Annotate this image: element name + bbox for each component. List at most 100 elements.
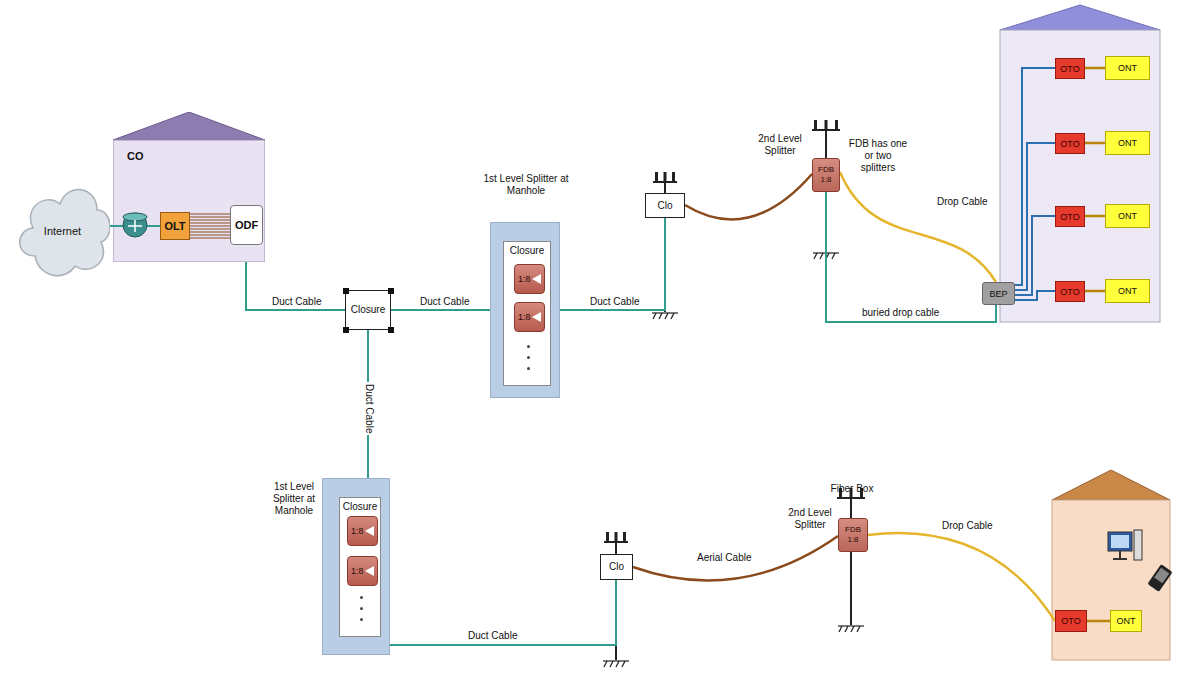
- cable-label: buried drop cable: [860, 307, 941, 319]
- node-text: OLT: [164, 220, 185, 232]
- cable-line: [390, 580, 616, 645]
- node-text: Clo: [657, 200, 672, 212]
- oto-box: OTO: [1055, 610, 1087, 632]
- node-text: OTO: [1060, 138, 1079, 150]
- ont-box: ONT: [1105, 131, 1150, 155]
- closure-port: [343, 327, 349, 333]
- manhole-band: 1st Level Splitter at ManholeClosure1:81…: [322, 478, 390, 655]
- node-text: ONT: [1118, 62, 1137, 74]
- node-text: OTO: [1060, 211, 1079, 223]
- ellipsis-dot: [527, 345, 530, 348]
- node-text: 2nd Level Splitter: [783, 507, 837, 531]
- ellipsis-dot: [527, 367, 530, 370]
- ont-box: ONT: [1105, 279, 1150, 303]
- bep-box: BEP: [982, 282, 1015, 305]
- oto-box: OTO: [1055, 58, 1085, 79]
- fdb-box: Fiber Box2nd Level SplitterFDB1:8: [838, 518, 868, 552]
- node-text: ONT: [1118, 137, 1137, 149]
- closure-port: [388, 288, 394, 294]
- splitter-box: 1:8: [347, 516, 378, 546]
- node-text: FDB: [845, 525, 861, 535]
- cable-label: Drop Cable: [935, 196, 990, 208]
- splitter-box: 1:8: [514, 264, 545, 294]
- cable-label: Duct Cable: [588, 296, 641, 308]
- pole-closure: Clo: [600, 554, 633, 580]
- annotation-note: FDB has one or two splitters: [846, 138, 910, 174]
- oto-box: OTO: [1055, 206, 1085, 227]
- cable-line: [1085, 142, 1105, 145]
- ont-box: ONT: [1105, 56, 1150, 80]
- cable-line: [1085, 290, 1105, 293]
- fdb-box: 2nd Level SplitterFDB1:8: [812, 158, 840, 192]
- olt-box: OLT: [160, 212, 190, 240]
- cable-line: [840, 172, 996, 282]
- node-text: 1:8: [820, 175, 831, 185]
- closure-port: [388, 327, 394, 333]
- cable-label: Duct Cable: [270, 296, 323, 308]
- node-text: ONT: [1118, 285, 1137, 297]
- splitter-symbol: [532, 312, 541, 322]
- node-text: 1:8: [351, 565, 364, 577]
- node-text: 1:8: [351, 525, 364, 537]
- ellipsis-dot: [527, 356, 530, 359]
- node-text: BEP: [989, 288, 1007, 300]
- ont-box: ONT: [1110, 610, 1142, 632]
- closure-box: Closure: [345, 290, 391, 330]
- node-text: Closure: [351, 304, 385, 316]
- node-text: 1:8: [518, 273, 531, 285]
- pole-insulators: [606, 120, 863, 541]
- node-text: 1:8: [847, 535, 858, 545]
- internet-cloud: Internet: [15, 178, 110, 283]
- node-text: Fiber Box: [827, 483, 877, 495]
- node-text: 2nd Level Splitter: [751, 133, 809, 157]
- node-text: ODF: [235, 219, 258, 231]
- node-text: ONT: [1118, 210, 1137, 222]
- node-text: Closure: [343, 501, 377, 513]
- node-text: 1st Level Splitter at Manhole: [267, 481, 321, 517]
- central-office: COOLTODF: [113, 112, 265, 262]
- cable-line: [1015, 216, 1055, 295]
- closure-box: Closure 1:8 1:8: [339, 497, 381, 637]
- ellipsis-dot: [360, 618, 363, 621]
- splitter-symbol: [365, 566, 374, 576]
- cable-line: [391, 309, 490, 311]
- node-text: ONT: [1117, 615, 1136, 627]
- cable-line: [868, 533, 1055, 621]
- node-text: OTO: [1060, 63, 1079, 75]
- node-text: FDB: [818, 165, 834, 175]
- closure-box: Closure1:81:8: [503, 241, 551, 386]
- cable-line: [1085, 67, 1105, 70]
- cable-line: [1015, 291, 1055, 300]
- cable-line: [1085, 215, 1105, 218]
- ellipsis-dot: [360, 607, 363, 610]
- oto-box: OTO: [1055, 133, 1085, 154]
- manhole-band: 1st Level Splitter at ManholeClosure1:81…: [490, 222, 560, 398]
- node-text: 1:8: [518, 311, 531, 323]
- cable-line: [560, 218, 665, 310]
- node-text: 1st Level Splitter at Manhole: [479, 173, 573, 197]
- closure-port: [343, 288, 349, 294]
- ont-box: ONT: [1105, 204, 1150, 228]
- cable-line: [685, 174, 812, 219]
- splitter-symbol: [365, 526, 374, 536]
- cable-label: Drop Cable: [940, 520, 995, 532]
- pole-closure: Clo: [645, 193, 685, 218]
- oto-box: OTO: [1055, 281, 1085, 302]
- phone-icon: [1147, 564, 1172, 592]
- node-text: OTO: [1060, 286, 1079, 298]
- cable-label: Duct Cable: [466, 630, 519, 642]
- cable-label: Aerial Cable: [695, 552, 753, 564]
- cable-line: [1015, 68, 1055, 285]
- cable-label: Duct Cable: [363, 382, 375, 435]
- node-text: OTO: [1061, 615, 1080, 627]
- node-text: Clo: [609, 561, 624, 573]
- ellipsis-dot: [360, 596, 363, 599]
- splitter-box: 1:8: [514, 302, 545, 332]
- splitter-symbol: [532, 274, 541, 284]
- apartment-building: [1000, 5, 1160, 322]
- splitter-box: 1:8: [347, 556, 378, 586]
- cable-line: [633, 536, 838, 580]
- odf-box: ODF: [230, 205, 263, 245]
